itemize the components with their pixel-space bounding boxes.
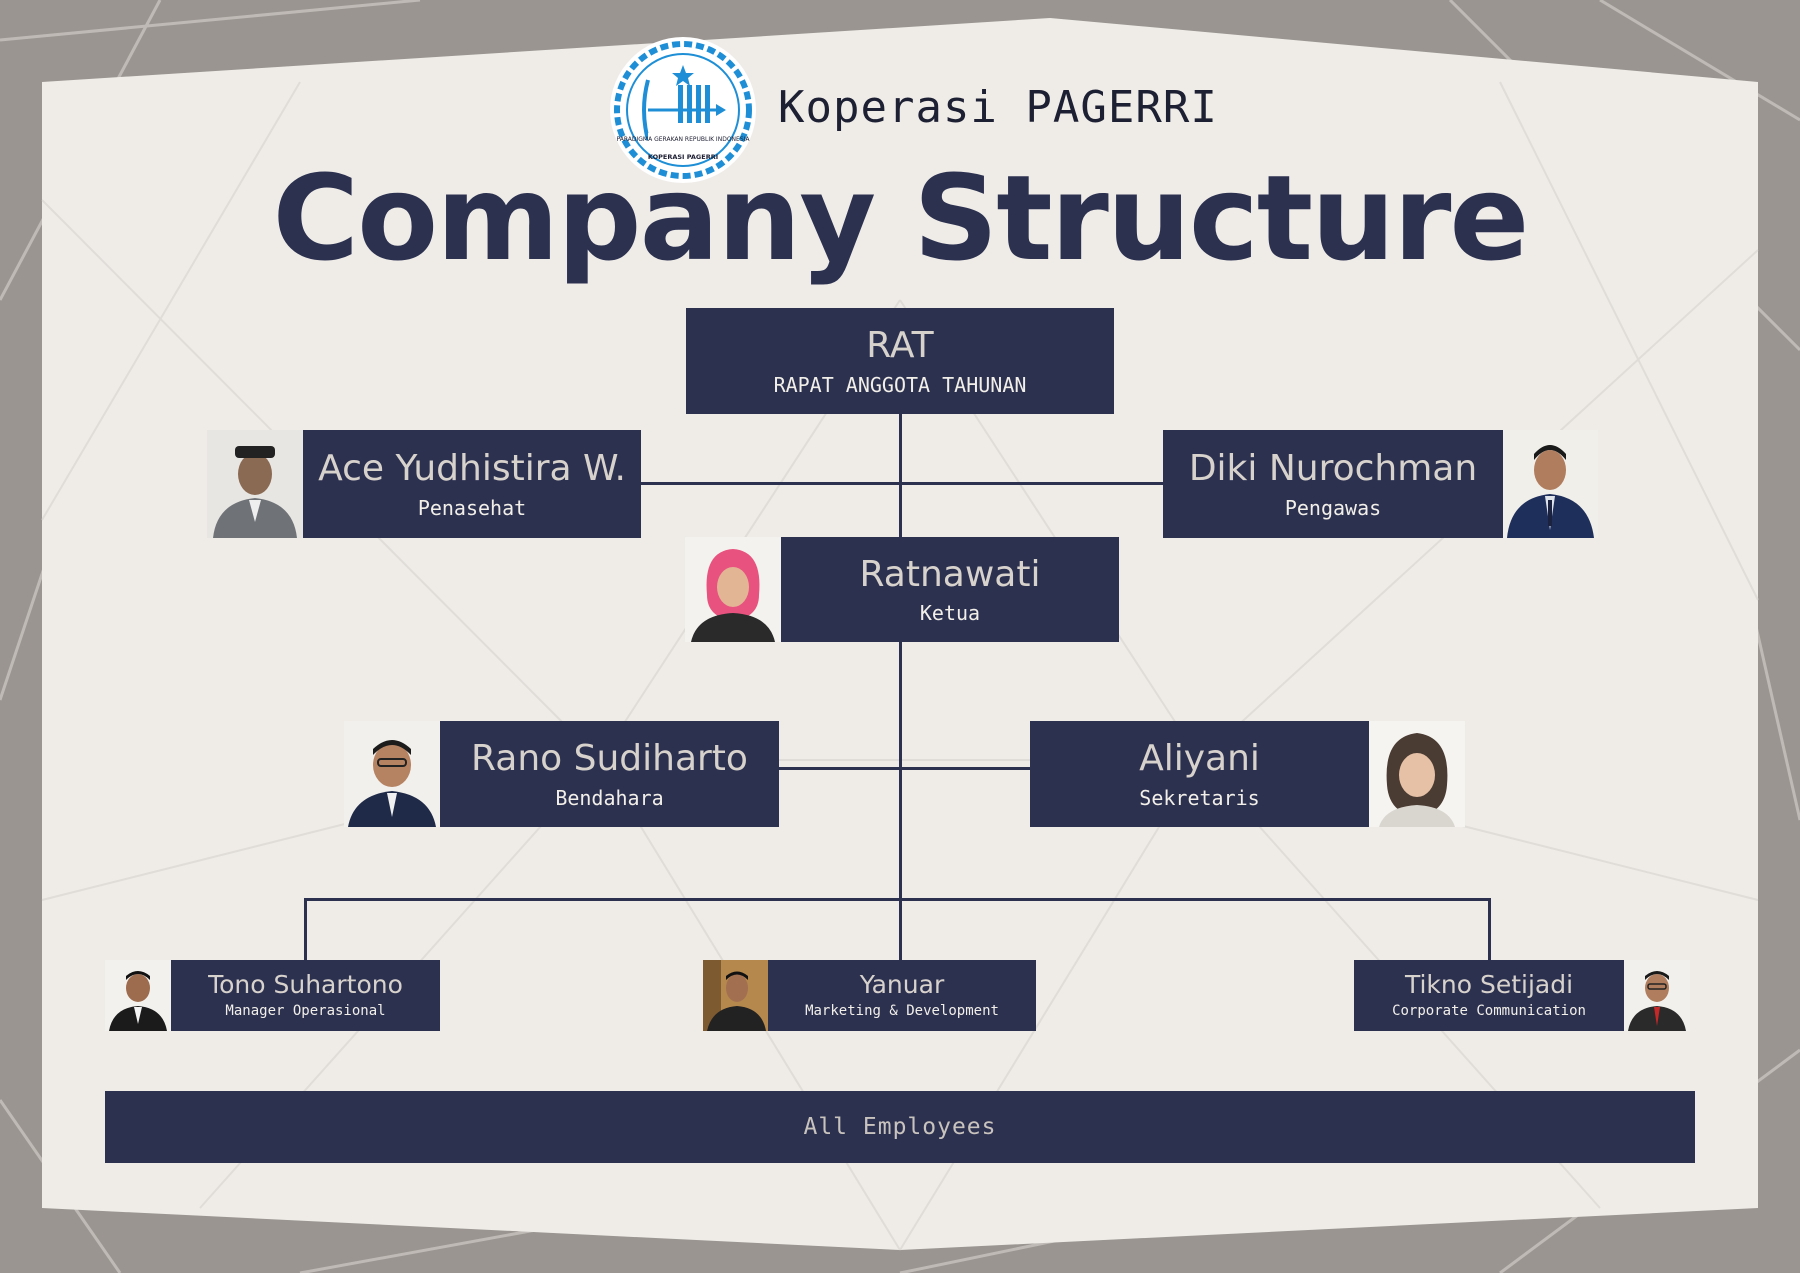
node-rat: RAT RAPAT ANGGOTA TAHUNAN [686, 308, 1114, 414]
node-manager-ops-role: Manager Operasional [225, 1003, 386, 1020]
photo-pengawas [1503, 430, 1598, 538]
photo-ketua [685, 537, 781, 642]
page-title: Company Structure [272, 149, 1530, 287]
photo-corp-comm [1624, 960, 1690, 1031]
photo-sekretaris [1369, 721, 1465, 827]
connector-advisors [641, 482, 1163, 485]
node-bendahara: Rano Sudiharto Bendahara [440, 721, 779, 827]
photo-manager-ops [105, 960, 171, 1031]
photo-bendahara [344, 721, 440, 827]
node-ketua-name: Ratnawati [859, 553, 1041, 595]
all-employees-bar: All Employees [105, 1091, 1695, 1163]
node-corp-comm-role: Corporate Communication [1392, 1003, 1586, 1020]
node-corp-comm: Tikno Setijadi Corporate Communication [1354, 960, 1624, 1031]
node-bendahara-role: Bendahara [555, 785, 664, 810]
logo-text-top: PARADIGMA GERAKAN REPUBLIK INDONESIA [617, 136, 751, 143]
connector-treasurer-secretary [779, 767, 1030, 770]
node-pengawas-name: Diki Nurochman [1188, 448, 1478, 490]
connector-staff-left [304, 898, 307, 960]
node-manager-ops: Tono Suhartono Manager Operasional [171, 960, 440, 1031]
node-corp-comm-name: Tikno Setijadi [1404, 969, 1574, 999]
connector-staff-right [1488, 898, 1491, 960]
node-pengawas: Diki Nurochman Pengawas [1163, 430, 1503, 538]
logo-text-bottom: KOPERASI PAGERRI [648, 153, 718, 161]
node-sekretaris-role: Sekretaris [1139, 785, 1260, 810]
node-marketing-role: Marketing & Development [805, 1003, 999, 1020]
node-rat-role: RAPAT ANGGOTA TAHUNAN [773, 372, 1027, 397]
connector-ketua-down [899, 642, 902, 960]
node-pengawas-role: Pengawas [1284, 495, 1382, 520]
node-sekretaris: Aliyani Sekretaris [1030, 721, 1369, 827]
node-penasehat-name: Ace Yudhistira W. [318, 448, 626, 490]
koperasi-logo: PARADIGMA GERAKAN REPUBLIK INDONESIA KOP… [608, 35, 758, 185]
all-employees-label: All Employees [803, 1114, 997, 1140]
node-penasehat: Ace Yudhistira W. Penasehat [303, 430, 641, 538]
connector-rat-ketua [899, 414, 902, 538]
node-sekretaris-name: Aliyani [1139, 738, 1260, 780]
node-manager-ops-name: Tono Suhartono [208, 969, 403, 999]
node-marketing-name: Yanuar [859, 969, 945, 999]
connector-staff-horizontal [304, 898, 1491, 901]
node-marketing: Yanuar Marketing & Development [768, 960, 1036, 1031]
node-penasehat-role: Penasehat [417, 495, 527, 520]
org-name: Koperasi PAGERRI [778, 82, 1218, 133]
node-rat-name: RAT [866, 325, 934, 367]
photo-marketing [703, 960, 768, 1031]
node-bendahara-name: Rano Sudiharto [471, 738, 748, 780]
node-ketua: Ratnawati Ketua [781, 537, 1119, 642]
node-ketua-role: Ketua [919, 601, 981, 626]
photo-penasehat [207, 430, 303, 538]
